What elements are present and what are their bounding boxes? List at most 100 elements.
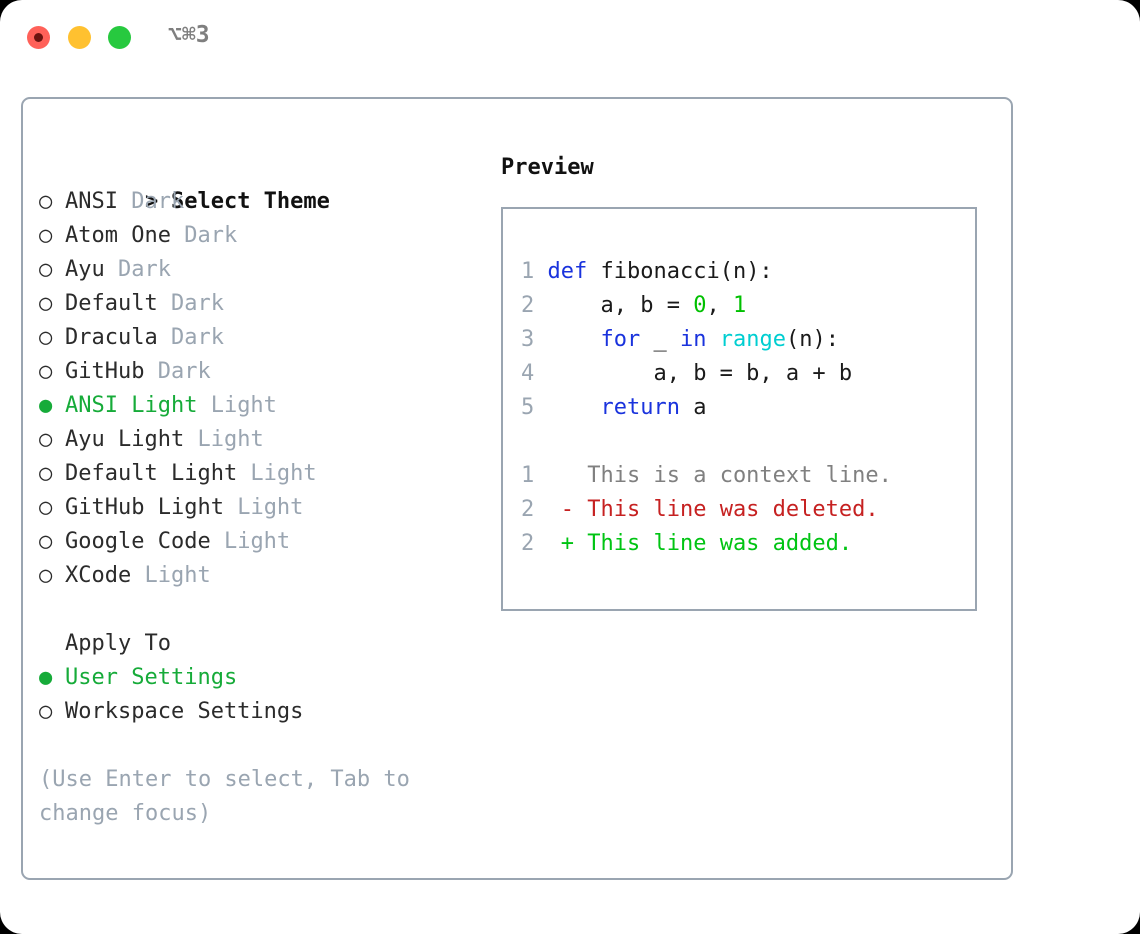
radio-unselected-icon: ○ xyxy=(39,461,66,486)
theme-name: ANSI xyxy=(65,189,118,214)
keyboard-hint: (Use Enter to select, Tab to change focu… xyxy=(39,767,410,826)
theme-name: ANSI Light xyxy=(65,393,198,418)
code-token: a, b = b, a + b xyxy=(547,361,853,386)
preview-pane: Preview 1 def fibonacci(n):2 a, b = 0, 1… xyxy=(501,151,1001,611)
code-token xyxy=(706,327,719,352)
apply-to-option[interactable]: ● User Settings xyxy=(39,661,489,695)
apply-to-section: Apply To ● User Settings○ Workspace Sett… xyxy=(39,627,489,729)
radio-selected-icon: ● xyxy=(39,665,66,690)
diff-line: 1 This is a context line. xyxy=(521,459,975,493)
code-token: range xyxy=(719,327,786,352)
theme-variant-badge: Dark xyxy=(157,291,224,316)
radio-unselected-icon: ○ xyxy=(39,699,66,724)
apply-to-option[interactable]: ○ Workspace Settings xyxy=(39,695,489,729)
theme-variant-badge: Light xyxy=(184,427,264,452)
theme-variant-badge: Light xyxy=(237,461,317,486)
theme-list-item[interactable]: ○ Atom One Dark xyxy=(39,219,489,253)
theme-name: Ayu Light xyxy=(65,427,185,452)
shortcut-label: ⌥⌘3 xyxy=(168,22,210,48)
radio-unselected-icon: ○ xyxy=(39,189,66,214)
diff-sign: + xyxy=(560,531,574,556)
code-token: for xyxy=(600,327,641,352)
code-token: (n): xyxy=(785,327,839,352)
theme-variant-badge: Dark xyxy=(157,325,224,350)
code-token: fibonacci(n): xyxy=(587,259,773,284)
code-line: 2 a, b = 0, 1 xyxy=(521,289,975,323)
cursor-icon: > xyxy=(144,189,172,214)
theme-list-item[interactable]: ○ Google Code Light xyxy=(39,525,489,559)
theme-name: Google Code xyxy=(65,529,211,554)
code-token: , xyxy=(706,293,733,318)
line-number: 2 xyxy=(521,531,561,556)
theme-name: Default xyxy=(65,291,158,316)
theme-name: Ayu xyxy=(65,257,105,282)
theme-name: GitHub Light xyxy=(65,495,224,520)
close-button[interactable] xyxy=(27,26,50,49)
diff-text: This line was deleted. xyxy=(574,497,879,522)
theme-list-item[interactable]: ○ GitHub Dark xyxy=(39,355,489,389)
apply-to-heading: Apply To xyxy=(65,631,171,656)
code-token: return xyxy=(600,395,680,420)
title-bar: ⌥⌘3 xyxy=(0,0,1140,78)
code-line: 1 def fibonacci(n): xyxy=(521,255,975,289)
page-title-label: Select Theme xyxy=(170,189,330,214)
theme-list-item[interactable]: ○ GitHub Light Light xyxy=(39,491,489,525)
radio-unselected-icon: ○ xyxy=(39,257,66,282)
theme-name: XCode xyxy=(65,563,132,588)
code-token: _ xyxy=(640,327,680,352)
diff-text: This line was added. xyxy=(574,531,853,556)
theme-list-item[interactable]: ○ Default Light Light xyxy=(39,457,489,491)
minimize-button[interactable] xyxy=(68,26,91,49)
line-number: 5 xyxy=(521,395,548,420)
radio-unselected-icon: ○ xyxy=(39,359,66,384)
diff-sign: - xyxy=(560,497,574,522)
radio-unselected-icon: ○ xyxy=(39,325,66,350)
theme-list-item[interactable]: ○ XCode Light xyxy=(39,559,489,593)
close-icon xyxy=(34,33,43,42)
preview-title: Preview xyxy=(501,155,594,180)
code-token: def xyxy=(547,259,588,284)
maximize-button[interactable] xyxy=(108,26,131,49)
code-token: 0 xyxy=(693,293,707,318)
code-token: a xyxy=(679,395,707,420)
radio-unselected-icon: ○ xyxy=(39,223,66,248)
theme-list-item[interactable]: ○ Dracula Dark xyxy=(39,321,489,355)
theme-picker: > Select Theme ○ ANSI Dark○ Atom One Dar… xyxy=(39,151,489,831)
theme-variant-badge: Light xyxy=(210,529,291,554)
radio-unselected-icon: ○ xyxy=(39,427,66,452)
apply-to-list: ● User Settings○ Workspace Settings xyxy=(39,661,489,729)
theme-variant-badge: Light xyxy=(223,495,304,520)
page-title: > Select Theme xyxy=(39,151,489,214)
code-token: in xyxy=(679,327,707,352)
radio-unselected-icon: ○ xyxy=(39,563,66,588)
diff-sample: 1 This is a context line.2 - This line w… xyxy=(521,459,975,561)
radio-unselected-icon: ○ xyxy=(39,291,66,316)
theme-variant-badge: Dark xyxy=(170,223,238,248)
theme-list: ○ ANSI Dark○ Atom One Dark○ Ayu Dark○ De… xyxy=(39,185,489,593)
main-panel: > Select Theme ○ ANSI Dark○ Atom One Dar… xyxy=(21,97,1013,880)
diff-line: 2 - This line was deleted. xyxy=(521,493,975,527)
apply-to-label: User Settings xyxy=(65,665,238,690)
code-token xyxy=(548,327,601,352)
radio-unselected-icon: ○ xyxy=(39,529,66,554)
theme-variant-badge: Dark xyxy=(144,359,211,384)
radio-selected-icon: ● xyxy=(39,393,66,418)
radio-unselected-icon: ○ xyxy=(39,495,66,520)
theme-list-item[interactable]: ○ Ayu Light Light xyxy=(39,423,489,457)
theme-variant-badge: Light xyxy=(131,563,211,588)
theme-list-item[interactable]: ○ Default Dark xyxy=(39,287,489,321)
line-number: 2 xyxy=(521,497,561,522)
line-number: 1 xyxy=(521,259,548,284)
code-token: a, b = xyxy=(547,293,694,318)
code-line: 5 return a xyxy=(521,391,975,425)
theme-list-item[interactable]: ○ Ayu Dark xyxy=(39,253,489,287)
theme-variant-badge: Dark xyxy=(104,257,171,282)
theme-list-item[interactable]: ○ ANSI Dark xyxy=(39,185,489,219)
theme-name: Atom One xyxy=(65,223,171,248)
diff-text: This is a context line. xyxy=(574,463,892,488)
diff-sign xyxy=(561,463,574,488)
theme-list-item[interactable]: ● ANSI Light Light xyxy=(39,389,489,423)
